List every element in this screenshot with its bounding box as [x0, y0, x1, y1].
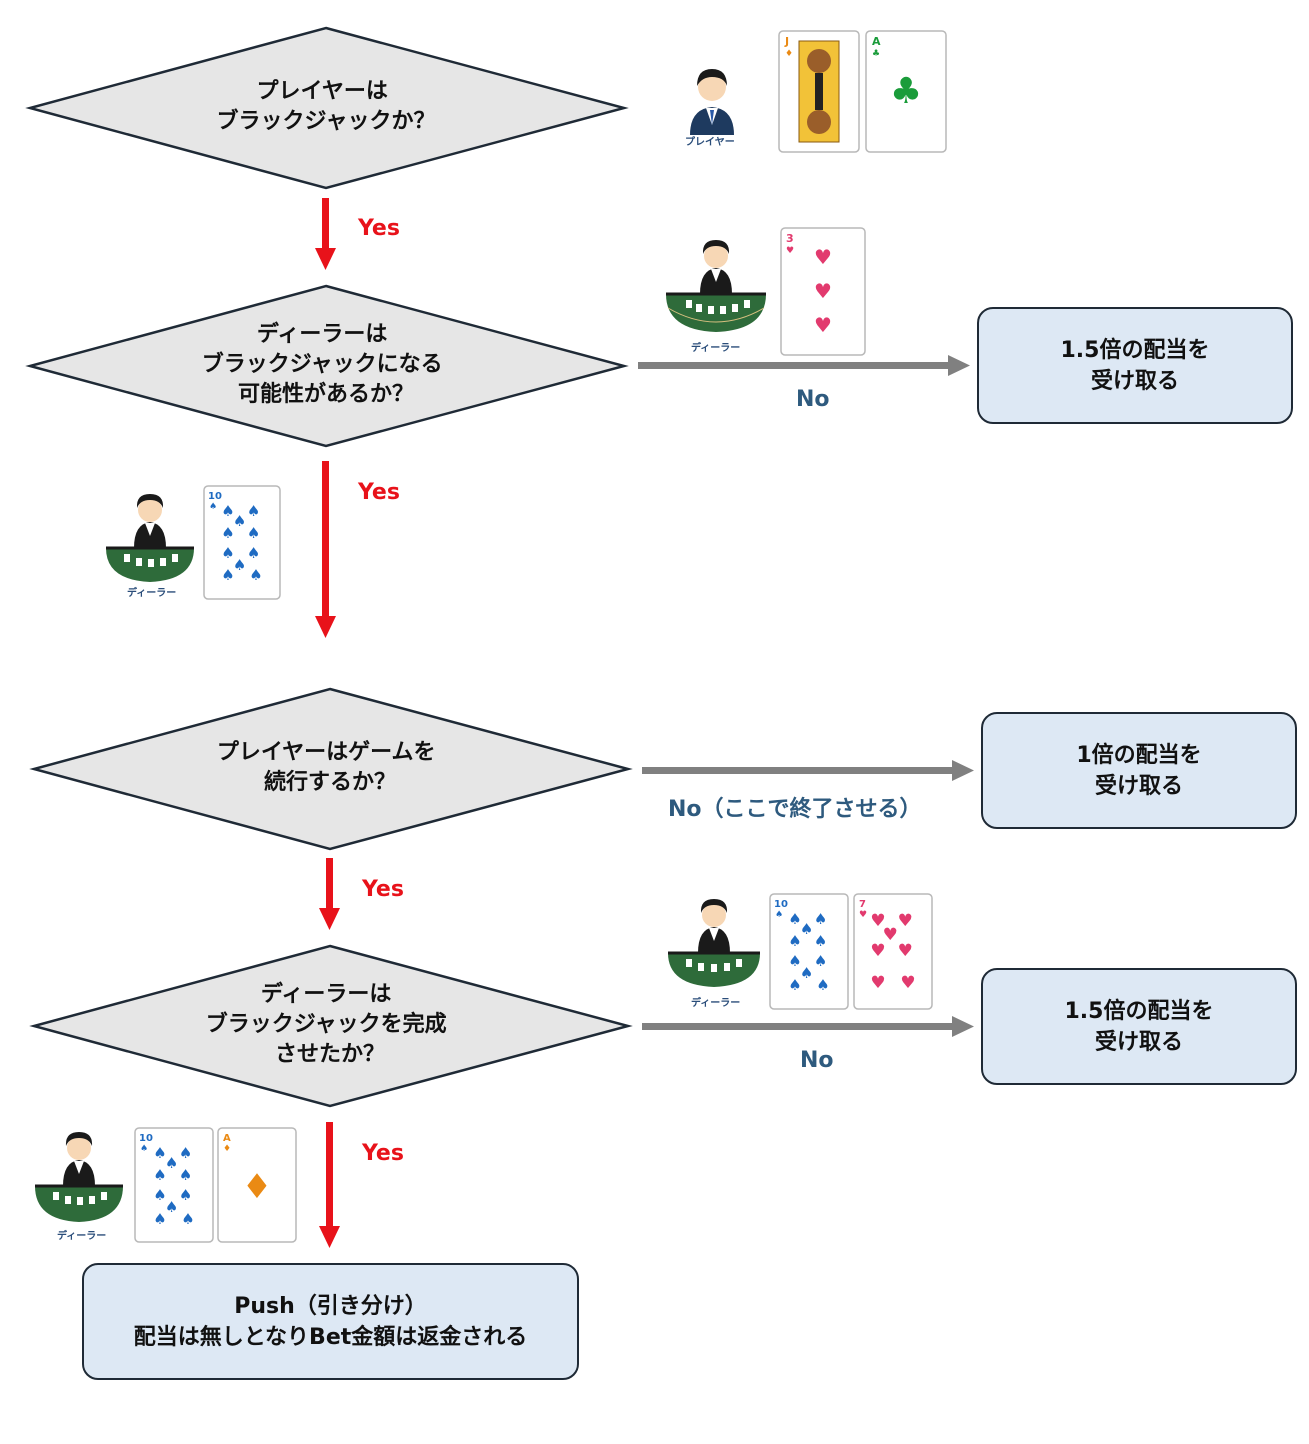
yes-label-4: Yes — [362, 1141, 404, 1166]
decision-4-line-3: させたか？ — [275, 1042, 385, 1067]
dealer-table-icon — [666, 240, 766, 332]
decision-4: ディーラーは ブラックジャックを完成 させたか？ — [29, 944, 633, 1108]
no-label-2: No（ここで終了させる） — [668, 797, 922, 822]
card-rank: 10 — [774, 899, 788, 910]
player-person-icon — [690, 69, 734, 135]
card-rank: 10 — [139, 1133, 153, 1144]
outcome-box-2: 1倍の配当を 受け取る — [981, 712, 1297, 829]
card-rank: 3 — [786, 232, 794, 245]
outcome-1-line-1: 1.5倍の配当を — [1060, 337, 1210, 363]
svg-text:ディーラーは ブラックジャックを完成: ディーラーは ブラックジャックを完成 させたか？ — [206, 981, 455, 1067]
playing-card-icon: A ♣ ♣ — [865, 30, 947, 153]
decision-4-line-1: ディーラーは — [261, 981, 391, 1007]
decision-2-line-2: ブラックジャックになる — [202, 351, 443, 377]
playing-card-icon: 10 ♠ ♠♠ ♠ ♠♠ ♠♠ ♠ ♠♠ — [769, 893, 849, 1010]
outcome-2-line-2: 受け取る — [1094, 773, 1183, 799]
playing-card-icon: A ♦ ♦ — [217, 1127, 297, 1243]
card-rank: 7 — [859, 899, 866, 910]
decision-2: ディーラーは ブラックジャックになる 可能性があるか？ — [25, 284, 629, 448]
decision-3-line-2: 続行するか？ — [264, 769, 396, 795]
dealer-caption-4: ディーラー — [57, 1231, 107, 1242]
no-arrow-2 — [642, 760, 974, 781]
yes-label-3: Yes — [362, 877, 404, 902]
svg-text:プレイヤーはゲームを 続行するか？: プレイヤーはゲームを 続行するか？ — [217, 740, 443, 795]
decision-3-line-1: プレイヤーはゲームを — [217, 740, 436, 765]
dealer-caption-2: ディーラー — [127, 588, 177, 599]
svg-text:ディーラーは ブラックジャックになる: ディーラーは ブラックジャックになる 可能性があるか？ — [202, 321, 451, 407]
svg-text:プレイヤーは ブラックジャックか？: プレイヤーは ブラックジャックか？ — [217, 79, 436, 134]
outcome-2-line-1: 1倍の配当を — [1076, 742, 1202, 768]
decision-1: プレイヤーは ブラックジャックか？ — [25, 26, 629, 190]
card-suit: ♥ — [786, 246, 794, 256]
decision-1-line-1: プレイヤーは — [256, 79, 387, 104]
playing-card-icon: 10 ♠ ♠♠ ♠ ♠♠ ♠♠ ♠ ♠♠ — [134, 1127, 214, 1243]
outcome-1-line-2: 受け取る — [1090, 368, 1179, 394]
dealer-table-icon — [668, 899, 760, 987]
card-rank: A — [223, 1133, 231, 1144]
decision-3: プレイヤーはゲームを 続行するか？ — [29, 687, 633, 851]
svg-text:♥: ♥ — [814, 279, 832, 303]
card-suit: ♠ — [775, 910, 783, 920]
no-arrow-1 — [638, 355, 970, 376]
player-caption: プレイヤー — [685, 137, 735, 148]
svg-text:♠♠ ♠ ♠♠ ♠♠: ♠♠ ♠ ♠♠ ♠♠ ♠ ♠♠ — [221, 502, 265, 584]
card-suit: ♠ — [209, 502, 217, 512]
svg-text:♠♠ ♠ ♠♠ ♠♠: ♠♠ ♠ ♠♠ ♠♠ ♠ ♠♠ — [153, 1144, 197, 1228]
outcome-box-3: 1.5倍の配当を 受け取る — [981, 968, 1297, 1085]
yes-label-1: Yes — [358, 216, 400, 241]
outcome-4-line-1: Push（引き分け） — [234, 1293, 427, 1319]
decision-2-line-3: 可能性があるか？ — [238, 381, 414, 407]
decision-4-line-2: ブラックジャックを完成 — [206, 1011, 447, 1037]
svg-text:♦: ♦ — [242, 1167, 272, 1207]
playing-card-icon: 7 ♥ ♥♥ ♥ ♥♥ ♥♥ — [853, 893, 933, 1010]
card-rank: A — [872, 35, 881, 48]
no-label-3: No — [800, 1048, 834, 1073]
dealer-caption-1: ディーラー — [691, 343, 741, 354]
yes-arrow-4 — [319, 1122, 340, 1248]
no-label-1: No — [796, 387, 830, 412]
yes-arrow-2 — [315, 461, 336, 638]
outcome-3-line-1: 1.5倍の配当を — [1064, 998, 1214, 1024]
dealer-table-icon — [106, 494, 194, 582]
outcome-box-push: Push（引き分け） 配当は無しとなりBet金額は返金される — [82, 1263, 579, 1380]
outcome-box-1: 1.5倍の配当を 受け取る — [977, 307, 1293, 424]
no-arrow-3 — [642, 1016, 974, 1037]
svg-text:♥: ♥ — [814, 245, 832, 269]
playing-card-icon: 10 ♠ ♠♠ ♠ ♠♠ ♠♠ ♠ ♠♠ — [203, 485, 281, 600]
card-suit: ♦ — [223, 1144, 231, 1154]
card-rank: 10 — [208, 491, 222, 502]
dealer-caption-3: ディーラー — [691, 998, 741, 1009]
decision-1-line-2: ブラックジャックか？ — [217, 108, 436, 134]
yes-arrow-3 — [319, 858, 340, 930]
card-rank: J — [784, 35, 789, 48]
svg-text:♣: ♣ — [890, 71, 922, 112]
svg-text:♥♥ ♥ ♥♥ ♥♥: ♥♥ ♥ ♥♥ ♥♥ — [870, 911, 918, 993]
dealer-table-icon — [35, 1132, 123, 1222]
yes-label-2: Yes — [358, 480, 400, 505]
outcome-4-line-2: 配当は無しとなりBet金額は返金される — [133, 1324, 528, 1350]
svg-text:♥: ♥ — [814, 313, 832, 337]
card-suit: ♣ — [872, 49, 880, 59]
svg-text:♠♠ ♠ ♠♠ ♠♠: ♠♠ ♠ ♠♠ ♠♠ ♠ ♠♠ — [788, 910, 832, 994]
playing-card-icon: 3 ♥ ♥ ♥ ♥ — [780, 227, 866, 356]
outcome-3-line-2: 受け取る — [1094, 1029, 1183, 1055]
decision-2-line-1: ディーラーは — [257, 321, 387, 347]
card-suit: ♥ — [859, 910, 867, 920]
card-suit: ♠ — [140, 1144, 148, 1154]
card-suit: ♦ — [785, 49, 793, 59]
playing-card-icon: J ♦ — [778, 30, 860, 153]
yes-arrow-1 — [315, 198, 336, 270]
